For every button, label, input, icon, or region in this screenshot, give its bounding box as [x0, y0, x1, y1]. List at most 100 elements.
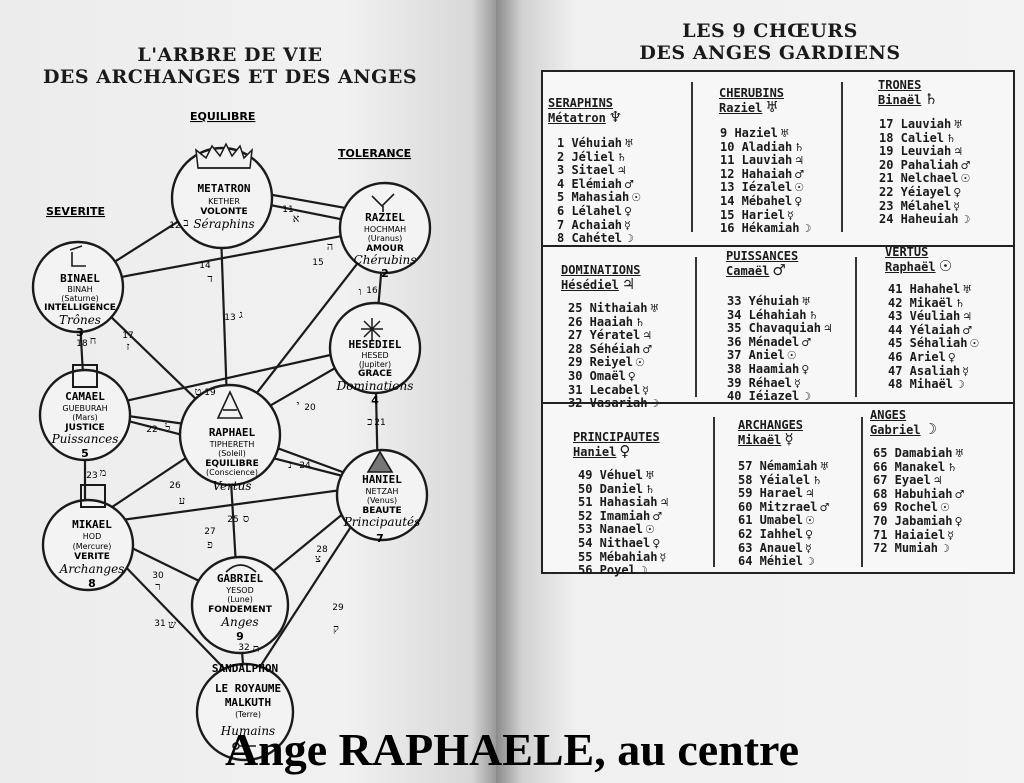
planet-symbol-icon: ☿	[784, 430, 794, 448]
planet-symbol-icon: ☽	[637, 564, 648, 578]
planet-symbol-icon: ♅	[765, 98, 779, 116]
angel-name: 9 Haziel	[720, 126, 778, 140]
angel-entry: 60 Mitzrael♂	[738, 500, 829, 515]
path-hebrew-letter: ס	[243, 512, 249, 525]
angel-name: 38 Haamiah	[727, 361, 800, 376]
path-hebrew-letter: ק	[333, 622, 339, 635]
planet-symbol-icon: ☽	[805, 555, 815, 569]
path-hebrew-letter: צ	[315, 552, 321, 565]
planet-symbol-icon: ☉	[645, 523, 655, 537]
svg-text:Dominations: Dominations	[336, 379, 414, 393]
path-hebrew-letter: נ	[288, 458, 292, 471]
planet-symbol-icon: ♄	[635, 315, 645, 329]
planet-symbol-icon: ♀	[801, 362, 810, 376]
angel-name: 53 Nanael	[578, 522, 644, 537]
angel-entry: 32 Vasariah☽	[568, 396, 659, 411]
choir-angel-list: 25 Nithaiah♅26 Haaiah♄27 Yératel♃28 Séhé…	[568, 301, 659, 411]
table-divider	[543, 245, 1013, 247]
angel-name: 34 Léhahiah	[727, 307, 807, 322]
angel-entry: 34 Léhahiah♄	[727, 307, 833, 323]
choir-angel-list: 1 Véhuiah♅2 Jéliel♄3 Sitael♃4 Elémiah♂5 …	[557, 136, 641, 246]
column-divider	[855, 257, 857, 397]
svg-text:Anges: Anges	[220, 615, 258, 629]
angel-entry: 11 Lauviah♃	[720, 153, 811, 168]
angel-name: 15 Hariel	[720, 207, 786, 222]
table-divider	[543, 402, 1013, 404]
svg-text:(Venus): (Venus)	[367, 496, 397, 505]
angel-entry: 44 Yélaiah♂	[888, 323, 979, 338]
angel-name: 61 Umabel	[738, 513, 804, 528]
choirs-table	[541, 70, 1015, 574]
angel-name: 29 Reiyel	[568, 355, 634, 370]
svg-text:HESEDIEL: HESEDIEL	[349, 338, 402, 351]
svg-text:MALKUTH: MALKUTH	[225, 696, 271, 709]
angel-entry: 19 Leuviah♃	[879, 144, 970, 159]
sephirah-label-metatron: METATRON KETHER VOLONTE Séraphins	[193, 182, 254, 231]
angel-entry: 53 Nanael☉	[578, 523, 669, 537]
crescent-glyph-icon	[225, 564, 257, 573]
tree-title-line-1: L'ARBRE DE VIE	[137, 44, 323, 66]
angel-entry: 7 Achaiah☿	[557, 218, 641, 233]
angel-name: 24 Haheuiah	[879, 212, 959, 227]
angel-entry: 33 Yéhuiah♅	[727, 294, 833, 309]
angel-name: 42 Mikaël	[888, 295, 954, 310]
angel-entry: 12 Hahaiah♂	[720, 167, 811, 182]
angel-entry: 26 Haaiah♄	[568, 315, 659, 330]
angel-name: 30 Omaël	[568, 368, 626, 383]
sephirah-haniel	[335, 448, 429, 542]
choir-name: PRINCIPAUTES	[573, 430, 660, 444]
path-number: 15	[312, 258, 323, 268]
angel-entry: 70 Jabamiah♀	[873, 514, 964, 529]
angel-name: 1 Véhuiah	[557, 136, 623, 150]
angel-name: 11 Lauviah	[720, 153, 793, 168]
svg-text:EQUILIBRE: EQUILIBRE	[205, 459, 258, 469]
angel-entry: 35 Chavaquiah♃	[727, 321, 833, 336]
planet-symbol-icon: ☉	[940, 501, 950, 515]
svg-text:KETHER: KETHER	[208, 197, 240, 206]
path-hebrew-letter: ז	[126, 340, 129, 353]
path-number: 26	[169, 481, 181, 491]
angel-entry: 20 Pahaliah♂	[879, 157, 970, 173]
svg-text:5: 5	[81, 447, 89, 460]
angel-entry: 64 Méhiel☽	[738, 554, 829, 569]
svg-text:BINAEL: BINAEL	[60, 272, 100, 285]
planet-symbol-icon: ♄	[946, 131, 956, 145]
angel-name: 17 Lauviah	[879, 117, 952, 131]
crown-icon	[195, 142, 253, 169]
angel-name: 56 Poyel	[578, 563, 636, 578]
svg-text:(Mercure): (Mercure)	[73, 542, 112, 551]
svg-text:INTELLIGENCE: INTELLIGENCE	[44, 303, 116, 313]
column-divider	[713, 417, 715, 567]
sephirah-label-raphael: RAPHAEL TIPHERETH (Soleil) EQUILIBRE (Co…	[205, 426, 258, 493]
choir-angel-list: 49 Véhuel♅50 Daniel♄51 Hahasiah♃52 Imami…	[578, 468, 669, 578]
planet-symbol-icon: ☿	[642, 383, 650, 397]
path-number: 14	[199, 261, 211, 271]
choir-prince: Mikaël☿	[738, 432, 803, 448]
planet-symbol-icon: ♃	[962, 310, 973, 324]
angel-entry: 36 Ménadel♂	[727, 335, 833, 350]
planet-symbol-icon: ♄	[812, 473, 823, 487]
planet-symbol-icon: ♅	[624, 137, 634, 150]
angel-name: 20 Pahaliah	[879, 157, 959, 172]
column-divider	[861, 417, 863, 567]
angel-entry: 31 Lecabel☿	[568, 383, 659, 398]
choir-name: SERAPHINS	[548, 96, 614, 110]
angel-name: 59 Harael	[738, 486, 804, 501]
path-hebrew-letter: י	[297, 398, 300, 411]
angel-entry: 27 Yératel♃	[568, 328, 659, 343]
path-hebrew-letter: ד	[207, 272, 212, 285]
path-number: 25	[227, 515, 238, 525]
angel-entry: 28 Séhéiah♂	[568, 342, 659, 357]
path-hebrew-letter: ו	[359, 285, 362, 298]
planet-symbol-icon: ♄	[616, 150, 627, 164]
svg-text:NETZAH: NETZAH	[366, 487, 399, 496]
path-number: 18	[76, 339, 88, 349]
angel-name: 72 Mumiah	[873, 541, 939, 556]
path-hebrew-letter: א	[293, 212, 300, 225]
sephirah-label-mikael: MIKAEL HOD (Mercure) VERITE Archanges 8	[59, 518, 125, 590]
